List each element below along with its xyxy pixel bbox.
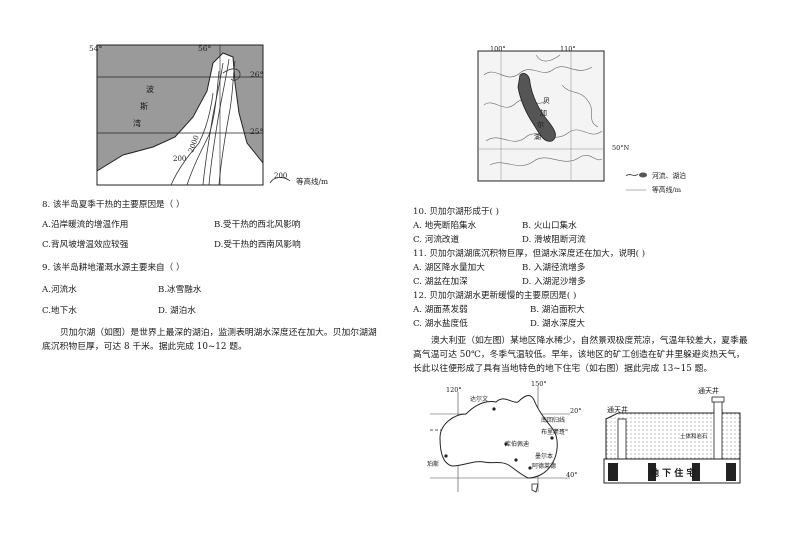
- map2-lon-right: 110°: [560, 45, 576, 53]
- shaft-label-right: 通天井: [698, 387, 719, 395]
- q11-option-b: B. 入湖径流增多: [522, 263, 586, 273]
- right-shaft: [713, 400, 723, 460]
- place-coober-pedy: 库伯佩迪: [505, 441, 530, 448]
- legend-contour: 等高线/m: [652, 186, 682, 194]
- q12-option-b: B. 湖泊面积大: [530, 305, 585, 315]
- q8-option-a: A.沿岸暖流的增温作用: [42, 220, 129, 230]
- map2-lat: 50°N: [612, 144, 630, 152]
- intro-baikal: 贝加尔湖（如图）是世界上最深的湖泊，监测表明湖水深度还在加大。贝加尔湖湖底沉积物…: [42, 328, 377, 352]
- contour-legend-icon: [269, 177, 291, 184]
- lake-char-3: 尔: [537, 121, 544, 129]
- map-baikal: [476, 45, 626, 185]
- map-australia: [420, 384, 585, 496]
- q9-option-a: A.河流水: [42, 285, 77, 295]
- map1-lat-bottom: 25°: [250, 127, 264, 136]
- place-darwin: 达尔文: [470, 396, 489, 403]
- q8-option-d: D.受干热的西南风影响: [214, 240, 301, 250]
- intro-australia: 澳大利亚（如左图）某地区降水稀少，自然景观极度荒凉，气温年较差大，夏季最高气温可…: [413, 336, 748, 374]
- map1-lat-top: 26°: [250, 70, 264, 79]
- q10-option-d: D. 滑坡阻断河流: [522, 235, 586, 245]
- contour-line: [170, 92, 214, 186]
- contour-line: [222, 68, 241, 81]
- place-melbourne: 墨尔本: [535, 453, 554, 460]
- underground-house-label: 地 下 住 宅: [650, 469, 696, 479]
- contour-line: [208, 58, 230, 186]
- left-shaft: [617, 418, 627, 460]
- q10-option-a: A. 地壳断陷集水: [413, 221, 477, 231]
- q12-option-d: D. 湖水深度大: [530, 319, 586, 329]
- legend-river-lake: 河流、湖泊: [652, 172, 686, 180]
- question-10-stem: 10. 贝加尔湖形成于( ): [413, 207, 499, 217]
- map1-lon-left: 54°: [89, 44, 103, 53]
- map1-lon-right: 56°: [198, 44, 212, 53]
- house-diagram-svg: [603, 396, 741, 484]
- rock-label: 土体和岩石: [680, 434, 708, 440]
- map2-lon-left: 100°: [490, 45, 506, 53]
- q8-option-c: C.背风坡增温效应较强: [42, 240, 129, 250]
- q12-option-c: C. 湖水盐度低: [413, 319, 468, 329]
- baikal-legend: 河流、湖泊 等高线/m: [624, 170, 714, 196]
- q11-option-a: A. 湖区降水量加大: [413, 263, 485, 273]
- contour-line: [218, 60, 236, 186]
- sea-label-3: 湾: [133, 119, 141, 128]
- q9-option-b: B.冰雪融水: [158, 285, 202, 295]
- q10-option-c: C. 河流改道: [413, 235, 460, 245]
- q12-option-a: A. 湖面蒸发弱: [413, 305, 468, 315]
- contour-label-200: 200: [173, 155, 187, 163]
- legend-value: 200: [274, 172, 288, 180]
- map3-lat-top: 20°: [570, 407, 582, 415]
- land-area: [96, 52, 264, 186]
- lake-char-4: 湖: [534, 133, 541, 141]
- australia-map-svg: [430, 386, 570, 493]
- q9-option-c: C.地下水: [42, 306, 77, 316]
- shaft-label-left: 通天井: [607, 406, 628, 414]
- question-8-stem: 8. 该半岛夏季干热的主要原因是（ ）: [42, 200, 185, 210]
- map3-lat-bottom: 40°: [566, 471, 578, 479]
- contour-line: [186, 70, 220, 186]
- q11-option-c: C. 湖盆在加深: [413, 277, 468, 287]
- map3-lon-left: 120°: [446, 386, 462, 394]
- house-rooms: [603, 458, 741, 484]
- peninsula-map-svg: [96, 44, 264, 186]
- q8-option-b: B.受干热的西北风影响: [214, 220, 301, 230]
- place-perth: 珀斯: [427, 461, 440, 468]
- sea-label-1: 波: [146, 85, 154, 94]
- place-brisbane: 布里斯班: [541, 429, 566, 436]
- lake-char-2: 加: [540, 109, 547, 117]
- legend-icons: [625, 172, 647, 191]
- lake-shape: [517, 73, 556, 142]
- question-12-stem: 12. 贝加尔湖湖水更新缓慢的主要原因是( ): [413, 291, 577, 301]
- baikal-map-svg: [477, 50, 605, 182]
- continent-outline: [439, 395, 558, 479]
- question-11-stem: 11. 贝加尔湖湖底沉积物巨厚，但湖水深度还在加大，说明( ): [413, 249, 646, 259]
- question-9-stem: 9. 该半岛耕地灌溉水源主要来自（ ）: [42, 263, 185, 273]
- q9-option-d: D. 湖泊水: [158, 306, 196, 316]
- q10-option-b: B. 火山口集水: [522, 221, 577, 231]
- contour-legend: 200 等高线/m: [268, 172, 388, 186]
- underground-house-diagram: [598, 385, 748, 485]
- place-adelaide: 阿德莱德: [532, 463, 557, 470]
- tasmania: [531, 483, 539, 493]
- lake-char-1: 贝: [543, 97, 550, 105]
- sea-label-2: 斯: [140, 102, 148, 111]
- tropic-label: 南回归线: [541, 417, 566, 424]
- map-peninsula: [83, 43, 283, 193]
- q11-option-d: D. 入湖泥沙增多: [522, 277, 586, 287]
- legend-label: 等高线/m: [296, 177, 329, 186]
- map3-lon-right: 150°: [531, 380, 547, 388]
